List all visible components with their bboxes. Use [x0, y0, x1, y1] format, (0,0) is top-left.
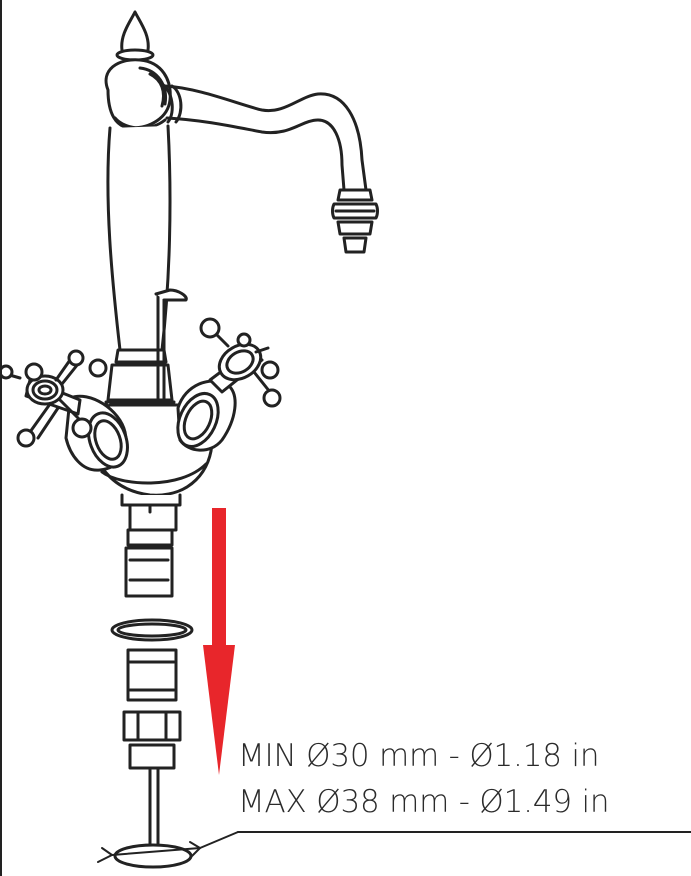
shank-assembly: [110, 503, 194, 862]
left-handle: [0, 349, 129, 472]
deck-hole: [113, 843, 193, 869]
min-diameter-label: MIN Ø30 mm - Ø1.18 in: [238, 738, 600, 774]
spout: [160, 82, 379, 254]
right-handle: [176, 317, 282, 452]
finial: [115, 10, 155, 62]
insert-direction-arrow: [203, 508, 235, 775]
dimension-line: [97, 831, 691, 863]
max-diameter-label: MAX Ø38 mm - Ø1.49 in: [238, 784, 610, 820]
faucet-head: [104, 58, 172, 130]
faucet-column: [104, 124, 176, 414]
